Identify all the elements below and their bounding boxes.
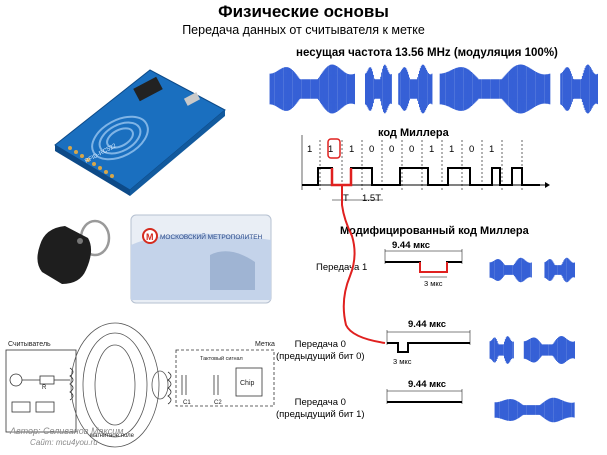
waveform-path: [269, 64, 598, 114]
key-fob-image: [37, 219, 111, 284]
row3-label: Передача 0 (предыдущий бит 1): [276, 397, 365, 420]
metro-card-image: M МОСКОВСКИЙ МЕТРОПОЛИТЕН: [130, 214, 272, 304]
row1-gap: 3 мкс: [424, 279, 443, 288]
svg-text:M: M: [146, 232, 154, 242]
miller-t-label: T: [343, 193, 349, 204]
modified-miller-row2: [386, 330, 471, 353]
miller-bit: 1: [328, 144, 334, 155]
page-title: Физические основы: [218, 2, 389, 21]
circuit-cap-label: Тактовый сигнал: [200, 355, 243, 362]
page-subtitle: Передача данных от считывателя к метке: [182, 23, 425, 37]
miller-bit: 0: [409, 144, 415, 155]
miller-bit: 0: [389, 144, 395, 155]
circuit-c2-label: C2: [214, 400, 222, 406]
row2-label: Передача 0 (предыдущий бит 0): [276, 339, 365, 362]
red-connector-line: [341, 185, 386, 344]
modified-miller-row1: [384, 249, 463, 278]
carrier-waveform: [269, 64, 598, 114]
circuit-tag-label: Метка: [255, 341, 275, 348]
watermark-site: Сайт: mcu4you.ru: [30, 438, 98, 447]
metro-card-text: МОСКОВСКИЙ МЕТРОПОЛИТЕН: [160, 232, 263, 241]
row1-label: Передача 1: [316, 262, 368, 273]
modified-miller-row3: [386, 389, 463, 404]
row1-duration: 9.44 мкс: [392, 240, 431, 251]
miller-code-diagram: [301, 135, 550, 201]
waveform-path: [489, 336, 575, 364]
miller-bit: 1: [429, 144, 435, 155]
carrier-label: несущая частота 13.56 MHz (модуляция 100…: [296, 47, 558, 59]
miller-bit: 1: [449, 144, 455, 155]
row2-gap: 3 мкс: [393, 357, 412, 366]
miller-bit: 1: [307, 144, 313, 155]
circuit-chip-label: Chip: [240, 380, 255, 387]
watermark-author: Автор: Селиванов Максим: [9, 426, 123, 436]
waveform-path: [489, 257, 575, 283]
miller-t15-label: 1.5T: [362, 193, 382, 204]
row2-duration: 9.44 мкс: [408, 319, 447, 330]
row2-waveform: [489, 336, 575, 364]
circuit-reader-label: Считыватель: [8, 341, 51, 348]
row3-duration: 9.44 мкс: [408, 379, 447, 390]
row3-waveform: [494, 397, 575, 423]
miller-title: код Миллера: [378, 127, 449, 139]
miller-bit: 0: [369, 144, 375, 155]
circuit-r-label: R: [42, 385, 47, 391]
rfid-module-image: RFID-RC522: [54, 69, 226, 196]
circuit-c1-label: C1: [183, 400, 191, 406]
miller-bit: 0: [469, 144, 475, 155]
row1-waveform: [489, 257, 575, 283]
modified-miller-title: Модифицированный код Миллера: [340, 225, 529, 237]
miller-bit: 1: [489, 144, 495, 155]
waveform-path: [494, 397, 575, 423]
circuit-field-label: магнитное поле: [90, 433, 135, 439]
circuit-schematic: [5, 322, 275, 448]
miller-bit: 1: [349, 144, 355, 155]
